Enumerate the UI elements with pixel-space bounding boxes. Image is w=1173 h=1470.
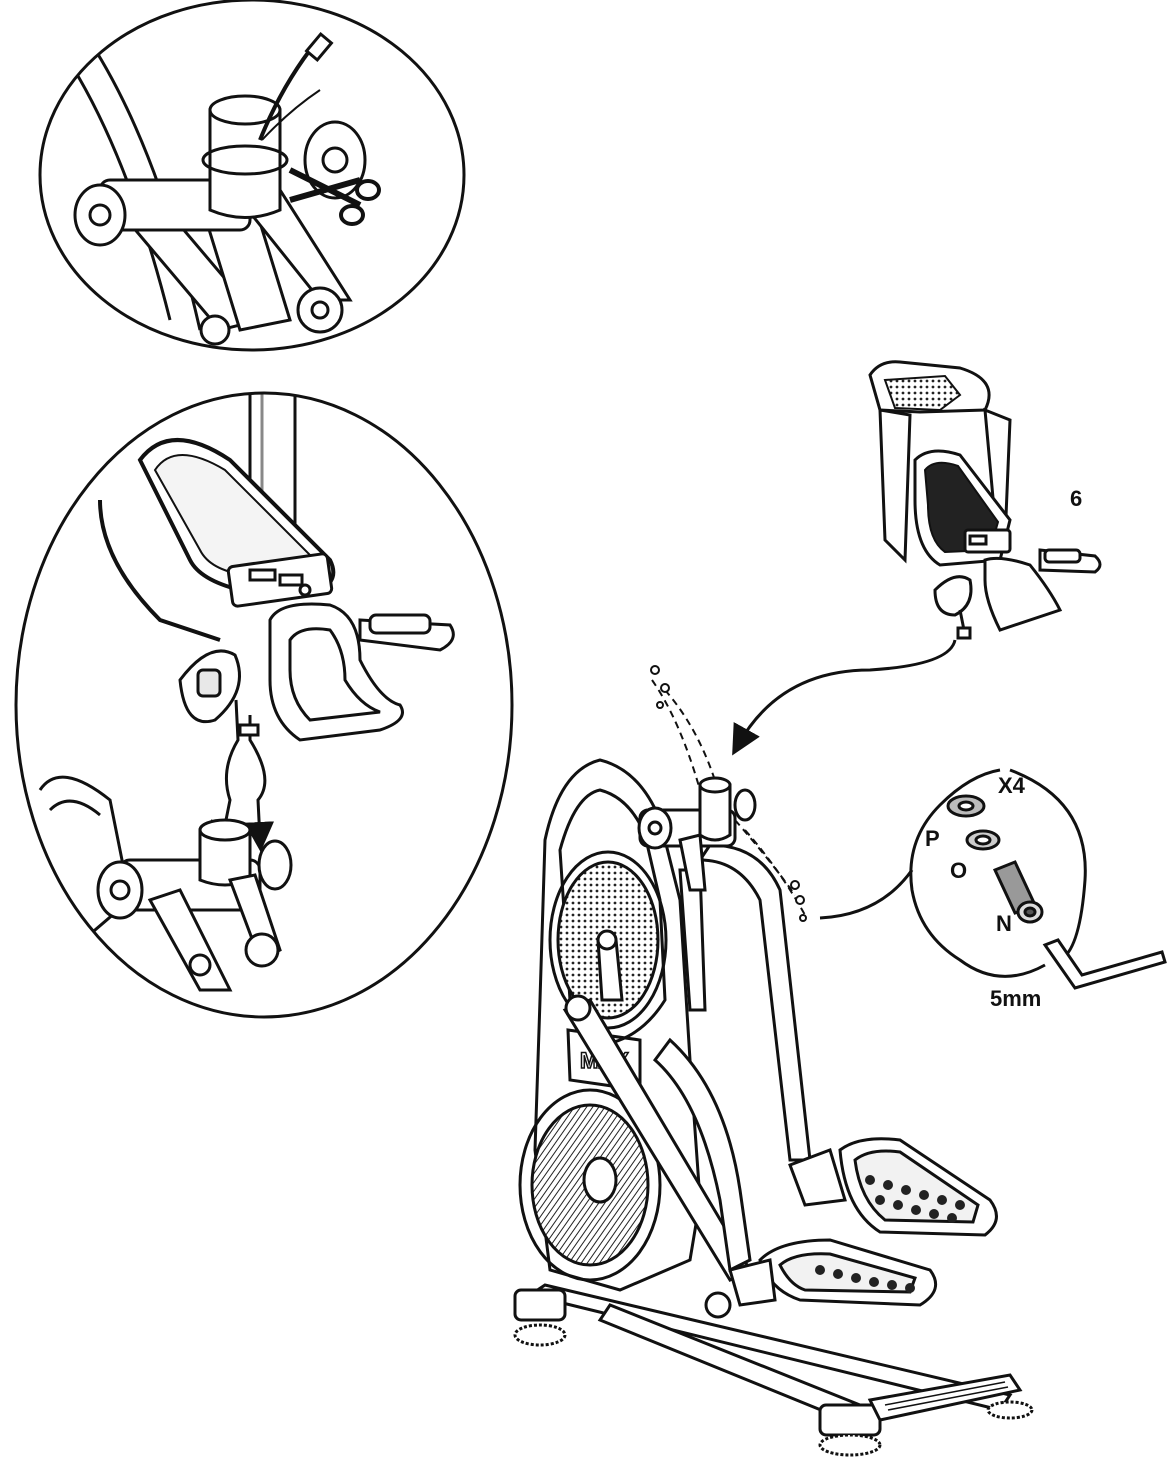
elliptical-machine: MAX: [513, 758, 1034, 1457]
hex-key-icon: [1042, 938, 1167, 990]
bolt-n: [992, 860, 1044, 924]
quantity-label: X4: [998, 773, 1025, 798]
console-handlebar-assembly: [868, 360, 1102, 640]
washer-o: [965, 829, 1001, 851]
install-arrow: [732, 639, 957, 756]
tool-size-label: 5mm: [990, 986, 1042, 1011]
detail-cut-tie: [38, 0, 466, 352]
washer-p: [946, 794, 986, 818]
scissors-icon: [288, 167, 381, 226]
hardware-callout: [819, 768, 1167, 990]
step-number-label: 6: [1070, 486, 1083, 511]
detail-connect-cables: [14, 391, 514, 1019]
part-o-label: O: [950, 858, 968, 883]
bolts-upper: [650, 665, 807, 922]
part-n-label: N: [996, 911, 1012, 936]
part-p-label: P: [925, 826, 940, 851]
